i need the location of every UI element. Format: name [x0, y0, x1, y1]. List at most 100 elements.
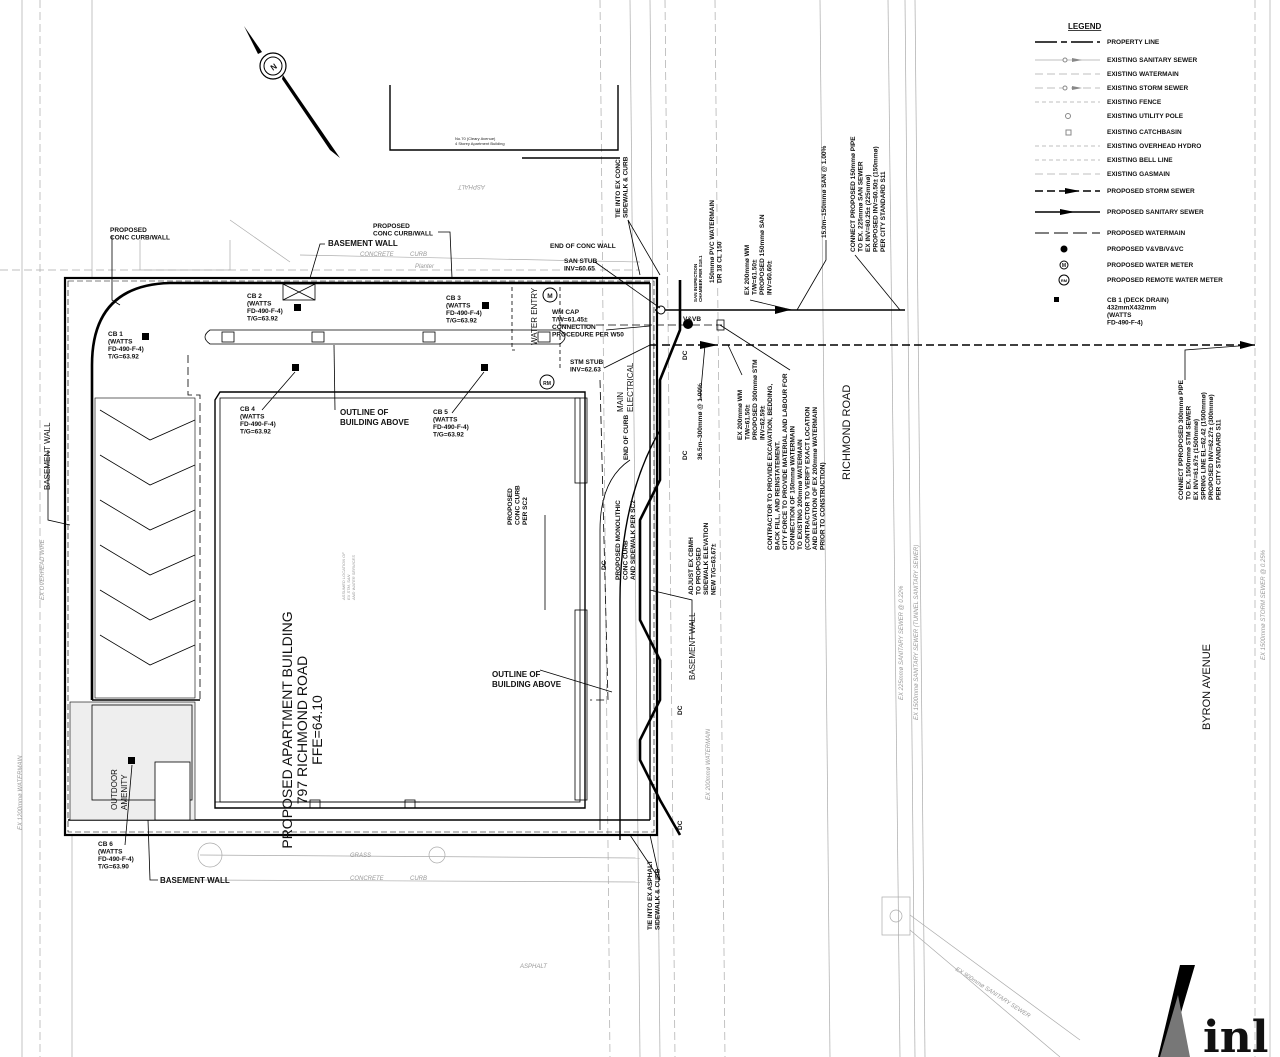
label-line: PER SC2	[522, 497, 529, 525]
label-line: 432mmX432mm	[1107, 305, 1156, 312]
label-line: INV=60.65	[564, 266, 595, 273]
meter-legend-symbol: M	[1062, 263, 1066, 269]
cb6-icon	[128, 757, 135, 764]
label-line: T/W=61.50±	[745, 404, 752, 440]
cb3-icon	[482, 302, 489, 309]
label-line: PROPOSED INV=62.27± (300mmø)	[1208, 394, 1215, 500]
label-line: SIDEWALK ELEVATION	[703, 522, 710, 595]
label-line: SPRING LINE EL=62.42 (1500mmø)	[1201, 392, 1208, 500]
label-line: FD-490-F-4)	[1107, 320, 1143, 327]
concrete-label: CONCRETE	[350, 876, 385, 882]
label-line: (WATTS	[1107, 312, 1132, 319]
asphalt-label-top: ASPHALT	[457, 183, 486, 189]
proposed-services	[560, 305, 1255, 349]
label-line: CB 3	[446, 295, 461, 302]
label-line: EX INV=61.67± (1500mmø)	[1193, 419, 1200, 500]
label-line: FD-490-F-4)	[108, 346, 144, 353]
ex-wm-200-label: EX 200mmø WATERMAIN	[706, 728, 712, 800]
legend-item: PROPOSED STORM SEWER	[1107, 188, 1195, 195]
label-line: TO PROPOSED	[696, 547, 703, 595]
label-line: 4 Storey Apartment Building	[455, 141, 505, 146]
curb-label-top: CURB	[410, 252, 427, 258]
label-line: (WATTS	[433, 417, 458, 424]
label-line: AMENITY	[120, 774, 129, 810]
legend-item: EXISTING WATERMAIN	[1107, 71, 1179, 78]
vavb-icon	[683, 319, 693, 329]
cb5-icon	[481, 364, 488, 371]
label-line: TIE INTO EX CONC	[615, 159, 622, 218]
label-line: ASSUMED LOCATION OF	[341, 552, 346, 601]
remote-meter-legend-symbol: RM	[1061, 278, 1068, 283]
parking-ramp	[94, 397, 196, 699]
ex-san-900-label: EX 900mmø SANITARY SEWER	[954, 967, 1032, 1020]
end-conc-wall-label: END OF CONC WALL	[550, 243, 616, 250]
legend-item: PROPOSED V&VB/V&VC	[1107, 246, 1184, 253]
label-line: SIDEWALK & CURB	[655, 868, 662, 930]
legend-item: PROPOSED SANITARY SEWER	[1107, 209, 1204, 216]
label-line: PRIOR TO CONSTRUCTION)	[820, 462, 827, 550]
label-line: INV=62.59±	[760, 405, 767, 440]
label-line: CONNECTION	[552, 324, 596, 331]
label-line: PROPOSED MONOLITHIC	[615, 500, 622, 580]
label-line: CB 2	[247, 293, 262, 300]
basement-wall-right-label: BASEMENT WALL	[688, 612, 697, 680]
leader-lines	[47, 219, 1253, 881]
label-line: FFE=64.10	[309, 695, 325, 765]
meter-symbol: M	[547, 293, 552, 300]
legend-item: EXISTING UTILITY POLE	[1107, 113, 1184, 120]
label-line: (WATTS	[446, 303, 471, 310]
legend-item: EXISTING GASMAIN	[1107, 171, 1170, 178]
label-line: SAN INSPECTION	[693, 264, 698, 302]
label-line: PROPOSED	[373, 223, 410, 230]
label-line: EX STM, SAN	[346, 575, 351, 600]
catchbasins	[128, 302, 489, 764]
logo-text: inl	[1203, 1012, 1268, 1057]
legend-item: PROPOSED WATERMAIN	[1107, 230, 1186, 237]
label-line: SIDEWALK & CURB	[623, 156, 630, 218]
label-line: PER CITY STANDARD S11	[1216, 419, 1223, 500]
site-outline	[63, 276, 682, 840]
legend-item: PROPERTY LINE	[1107, 39, 1160, 46]
label-line: FD-490-F-4)	[247, 308, 283, 315]
label-line: CB 1 (DECK DRAIN)	[1107, 297, 1169, 304]
label-line: (WATTS	[247, 301, 272, 308]
label-line: FD-490-F-4)	[98, 856, 134, 863]
vavb-legend-icon	[1060, 245, 1068, 253]
label-line: MAIN	[616, 392, 625, 412]
label-line: BUILDING ABOVE	[340, 418, 410, 427]
grass-label: GRASS	[350, 853, 371, 859]
label-line: T/G=63.92	[108, 354, 139, 361]
label-line: T/W=61.50±	[752, 259, 759, 295]
tie-conc-label: TIE INTO EX CONCSIDEWALK & CURB	[615, 156, 630, 218]
building-label: PROPOSED APARTMENT BUILDING797 RICHMOND …	[279, 611, 325, 848]
label-line: NEW T/G=63.67±	[711, 543, 718, 595]
legend: LEGEND M RM PROPERTY LINE EXISTING SANIT…	[1035, 22, 1223, 327]
byron-avenue-label: BYRON AVENUE	[1201, 644, 1213, 730]
cb1-icon	[142, 333, 149, 340]
company-logo: inl	[1158, 965, 1268, 1057]
label-line: ADJUST EX CBMH	[688, 537, 695, 595]
label-line: T/G=63.92	[240, 429, 271, 436]
label-line: CHAMBER PER S18.1	[698, 255, 703, 302]
label-line: TIE INTO EX ASPHALT	[647, 860, 654, 930]
monolithic-curb-label: PROPOSED MONOLITHICCONC CURBAND SIDEWALK…	[615, 500, 637, 580]
label-line: CB 5	[433, 409, 448, 416]
label-line: PROCEDURE PER W50	[552, 332, 624, 339]
label-line: TO EXISTING 200mmø WATERMAIN	[797, 439, 804, 550]
label-line: PROPOSED INV=60.50± (150mmø)	[873, 146, 880, 252]
label-line: T/W=61.45±	[552, 317, 588, 324]
label-line: AND WATER SERVICES	[351, 555, 356, 601]
label-line: FD-490-F-4)	[446, 310, 482, 317]
label-line: INV=60.60±	[767, 260, 774, 295]
legend-item: EXISTING CATCHBASIN	[1107, 129, 1182, 136]
label-line: SAN STUB	[564, 258, 598, 265]
label-line: (CONTRACTOR TO VERIFY EXACT LOCATION	[805, 406, 812, 550]
label-line: TO EX. 1500mmø STM SEWER	[1186, 406, 1193, 500]
ex-san-1500-label: EX 1500mmø SANITARY SEWER (TUNNEL SANITA…	[914, 545, 920, 720]
